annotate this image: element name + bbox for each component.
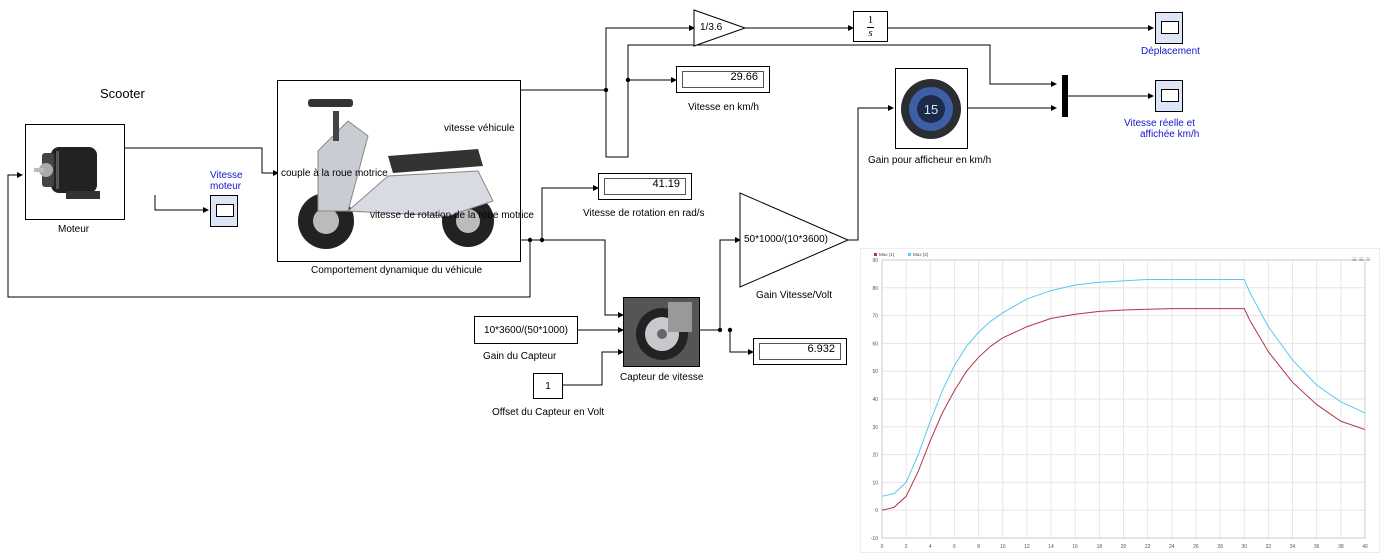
vehicle-block[interactable] <box>277 80 521 262</box>
capteur-vitesse-label: Capteur de vitesse <box>620 372 704 383</box>
scope-motor[interactable] <box>210 195 238 227</box>
integrator-bar <box>867 27 874 28</box>
x-tick-label: 24 <box>1169 544 1175 550</box>
y-tick-label: 50 <box>872 369 878 375</box>
display-volt[interactable]: 6.932 <box>753 338 847 365</box>
scope-motor-label-1: Vitesse <box>210 170 243 181</box>
x-tick-label: 2 <box>905 544 908 550</box>
motor-label: Moteur <box>58 224 90 235</box>
display-rotation-value: 41.19 <box>604 178 686 195</box>
display-rotation[interactable]: 41.19 <box>598 173 692 200</box>
y-tick-label: 10 <box>872 480 878 486</box>
display-speed-kmh[interactable]: 29.66 <box>676 66 770 93</box>
series-line-2 <box>881 278 1366 497</box>
x-tick-label: 8 <box>977 544 980 550</box>
scope-screen-icon <box>216 204 234 217</box>
y-tick-label: 70 <box>872 314 878 320</box>
scope-real-label-2: affichée km/h <box>1140 129 1200 140</box>
speedometer-icon: 15 <box>901 79 961 139</box>
motor-icon <box>34 147 100 199</box>
motor-block[interactable] <box>25 124 125 220</box>
y-tick-label: 40 <box>872 397 878 403</box>
x-tick-label: 20 <box>1121 544 1127 550</box>
chart-grid <box>881 259 1366 539</box>
gain-kmh-value[interactable]: 1/3.6 <box>700 22 723 33</box>
afficheur-label: Gain pour afficheur en km/h <box>868 155 992 166</box>
gain-volt-label: Gain Vitesse/Volt <box>756 290 832 301</box>
legend-entry: Mux (2) <box>913 252 929 257</box>
series-line-1 <box>881 308 1366 511</box>
y-tick-label: 90 <box>872 258 878 264</box>
gain-volt-value[interactable]: 50*1000/(10*3600) <box>744 234 828 245</box>
capteur-offset-constant[interactable]: 1 <box>533 373 563 399</box>
scope-real-displayed[interactable] <box>1155 80 1183 112</box>
legend-swatch <box>908 253 911 256</box>
x-tick-label: 12 <box>1024 544 1030 550</box>
speedometer-reading: 15 <box>924 102 938 117</box>
x-tick-label: 14 <box>1048 544 1054 550</box>
plot-frame <box>881 259 1366 539</box>
x-tick-label: 18 <box>1097 544 1103 550</box>
x-tick-label: 28 <box>1217 544 1223 550</box>
x-tick-label: 26 <box>1193 544 1199 550</box>
integrator-den: s <box>868 27 873 39</box>
x-tick-label: 32 <box>1266 544 1272 550</box>
y-tick-label: 80 <box>872 286 878 292</box>
model-title: Scooter <box>100 86 145 101</box>
vehicle-port-out-rotation: vitesse de rotation de la roue motrice <box>370 210 534 221</box>
y-tick-label: 60 <box>872 341 878 347</box>
x-tick-label: 4 <box>929 544 932 550</box>
wheel-sensor-icon <box>624 298 699 366</box>
display-volt-value: 6.932 <box>759 343 841 360</box>
scope-motor-label-2: moteur <box>210 181 242 192</box>
scope-screen-icon <box>1161 89 1179 102</box>
x-tick-label: 38 <box>1338 544 1344 550</box>
display-speed-kmh-label: Vitesse en km/h <box>688 102 759 113</box>
y-tick-label: 0 <box>875 508 878 514</box>
scope-deplacement[interactable] <box>1155 12 1183 44</box>
y-tick-label: -10 <box>871 536 878 542</box>
capteur-offset-label: Offset du Capteur en Volt <box>492 407 605 418</box>
x-tick-label: 16 <box>1072 544 1078 550</box>
integrator-num: 1 <box>867 14 874 26</box>
scope-deplacement-label: Déplacement <box>1141 46 1200 57</box>
chart-menu-icon: ≡ ≡ ≡ <box>1352 255 1371 264</box>
scope-real-label-1: Vitesse réelle et <box>1124 118 1195 129</box>
capteur-gain-label: Gain du Capteur <box>483 351 557 362</box>
capteur-gain-constant[interactable]: 10*3600/(50*1000) <box>474 316 578 344</box>
afficheur-block[interactable]: 15 <box>895 68 968 149</box>
scope-screen-icon <box>1161 21 1179 34</box>
legend-entry: Mux (1) <box>879 252 895 257</box>
x-tick-label: 10 <box>1000 544 1006 550</box>
x-tick-label: 22 <box>1145 544 1151 550</box>
chart-lines <box>881 278 1366 511</box>
x-tick-label: 34 <box>1290 544 1296 550</box>
x-tick-label: 6 <box>953 544 956 550</box>
vehicle-port-out-speed: vitesse véhicule <box>444 123 515 134</box>
integrator-block[interactable]: 1 s <box>853 11 888 42</box>
vehicle-label: Comportement dynamique du véhicule <box>311 265 483 276</box>
x-tick-label: 36 <box>1314 544 1320 550</box>
legend-swatch <box>874 253 877 256</box>
display-speed-kmh-value: 29.66 <box>682 71 764 88</box>
x-tick-label: 40 <box>1362 544 1368 550</box>
vehicle-port-in: couple à la roue motrice <box>281 168 388 179</box>
scooter-icon <box>298 99 494 249</box>
chart-legend: Mux (1) Mux (2) <box>874 252 929 257</box>
y-tick-label: 20 <box>872 453 878 459</box>
y-tick-label: 30 <box>872 425 878 431</box>
x-tick-label: 30 <box>1241 544 1247 550</box>
x-tick-label: 0 <box>881 544 884 550</box>
capteur-vitesse-block[interactable] <box>623 297 700 367</box>
display-rotation-label: Vitesse de rotation en rad/s <box>583 208 705 219</box>
